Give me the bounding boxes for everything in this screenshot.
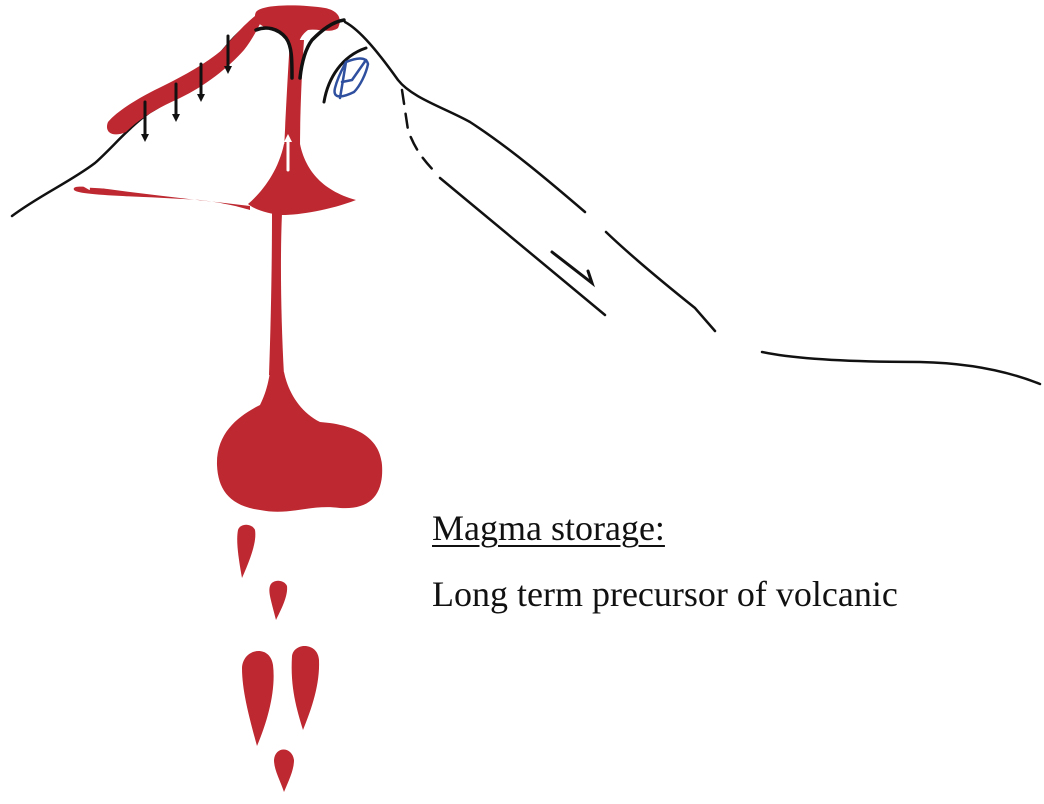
magma-droplet-5	[274, 750, 294, 793]
magma-flow-arrows	[86, 138, 288, 188]
fault-slip-arrow	[552, 252, 592, 283]
fault-line	[440, 178, 605, 315]
magma-droplet-4	[292, 646, 319, 730]
lateral-flow-arrow	[86, 186, 122, 188]
magma-droplet-1	[237, 525, 255, 578]
volcano-surface-profile	[12, 20, 1040, 384]
shallow-reservoir	[248, 144, 356, 215]
magma-storage-heading: Magma storage:	[432, 508, 665, 548]
upper-conduit	[284, 40, 304, 150]
flank-lava-flow	[107, 16, 263, 134]
right-flank-lower-line	[606, 232, 715, 331]
magma-storage-chamber	[217, 372, 382, 512]
magma-droplet-2	[269, 581, 287, 620]
magma-system	[74, 5, 382, 792]
magma-storage-description: Long term precursor of volcanic	[432, 574, 898, 614]
foreland-line	[762, 352, 1040, 384]
magma-droplet-3	[242, 651, 274, 746]
lateral-dike	[74, 187, 250, 210]
deep-conduit	[269, 213, 284, 375]
right-flank-upper-line	[345, 22, 585, 212]
